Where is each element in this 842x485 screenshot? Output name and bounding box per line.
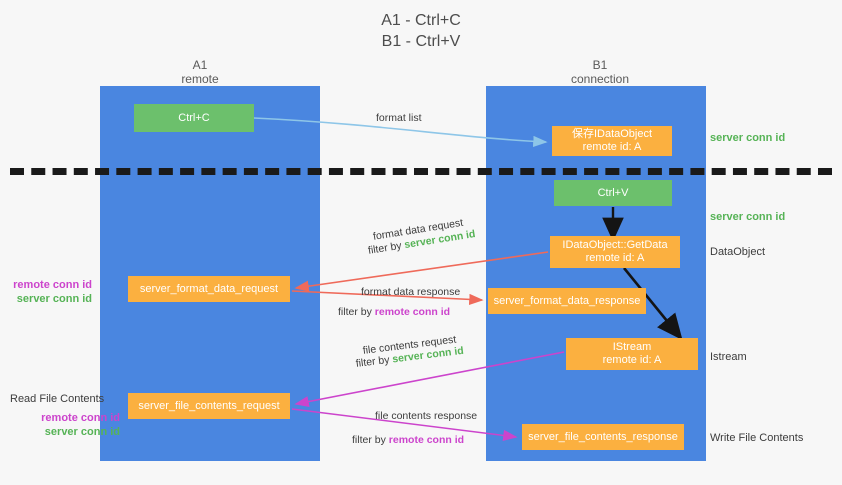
annotation-server-conn-id-2: server conn id: [44, 426, 120, 438]
edge-label-file-contents-response: file contents response: [375, 410, 478, 422]
node-idataobject[interactable]: 保存IDataObject remote id: A: [552, 126, 672, 156]
node-idataobject-label: 保存IDataObject: [571, 128, 653, 140]
annotation-server-conn-id-1: server conn id: [16, 293, 92, 305]
node-ctrl-c-label: Ctrl+C: [178, 111, 210, 124]
phase-separator: [10, 168, 832, 175]
node-server-format-data-response-label: server_format_data_response: [493, 294, 641, 307]
node-idataobject-getdata[interactable]: IDataObject::GetData remote id: A: [550, 236, 680, 268]
title-line-2: B1 - Ctrl+V: [381, 33, 461, 50]
column-b1-role: connection: [570, 72, 630, 86]
node-getdata-label: IDataObject::GetData: [562, 239, 668, 251]
edge-label-format-data-response-filter: filter by remote conn id: [338, 305, 450, 319]
annotation-server-conn-id-top: server conn id: [710, 132, 786, 144]
column-header-b1: B1 connection: [520, 58, 680, 86]
node-istream[interactable]: IStream remote id: A: [566, 338, 698, 370]
edge-label-format-list: format list: [376, 112, 422, 124]
node-server-format-data-response[interactable]: server_format_data_response: [488, 288, 646, 314]
node-ctrl-v-label: Ctrl+V: [597, 186, 629, 199]
title-line-1: A1 - Ctrl+C: [381, 12, 461, 29]
annotation-conn-ids-1: remote conn id server conn id: [10, 278, 92, 306]
filter-prefix: filter by: [367, 239, 406, 257]
annotation-dataobject: DataObject: [710, 246, 766, 258]
node-server-file-contents-response[interactable]: server_file_contents_response: [522, 424, 684, 450]
column-a1-role: remote: [181, 72, 219, 86]
filter-value-remote-conn-id: remote conn id: [374, 306, 451, 318]
page-title: A1 - Ctrl+C B1 - Ctrl+V: [0, 10, 842, 52]
filter-value-remote-conn-id: remote conn id: [388, 434, 465, 446]
annotation-server-conn-id-mid: server conn id: [710, 211, 786, 223]
node-server-file-contents-request-label: server_file_contents_request: [138, 399, 280, 412]
node-getdata-sublabel: remote id: A: [585, 252, 645, 264]
annotation-remote-conn-id-1: remote conn id: [13, 279, 92, 291]
edge-label-file-contents-response-filter: filter by remote conn id: [352, 433, 464, 447]
node-istream-sublabel: remote id: A: [602, 354, 662, 366]
column-b1-name: B1: [592, 58, 608, 72]
filter-prefix: filter by: [338, 306, 375, 318]
node-istream-label: IStream: [612, 341, 652, 353]
edge-label-format-data-response: format data response: [361, 286, 461, 298]
annotation-read-file-contents: Read File Contents: [10, 393, 105, 405]
annotation-write-file-contents: Write File Contents: [710, 432, 804, 444]
annotation-conn-ids-2: remote conn id server conn id: [10, 411, 120, 439]
node-server-file-contents-response-label: server_file_contents_response: [528, 430, 678, 443]
annotation-remote-conn-id-2: remote conn id: [41, 412, 120, 424]
column-a1-name: A1: [192, 58, 208, 72]
node-server-format-data-request-label: server_format_data_request: [139, 282, 279, 295]
column-header-a1: A1 remote: [120, 58, 280, 86]
node-idataobject-sublabel: remote id: A: [582, 141, 642, 153]
filter-prefix: filter by: [352, 434, 389, 446]
node-ctrl-c[interactable]: Ctrl+C: [134, 104, 254, 132]
node-server-format-data-request[interactable]: server_format_data_request: [128, 276, 290, 302]
filter-prefix: filter by: [355, 353, 394, 370]
node-server-file-contents-request[interactable]: server_file_contents_request: [128, 393, 290, 419]
node-ctrl-v[interactable]: Ctrl+V: [554, 180, 672, 206]
annotation-istream: Istream: [710, 351, 747, 363]
